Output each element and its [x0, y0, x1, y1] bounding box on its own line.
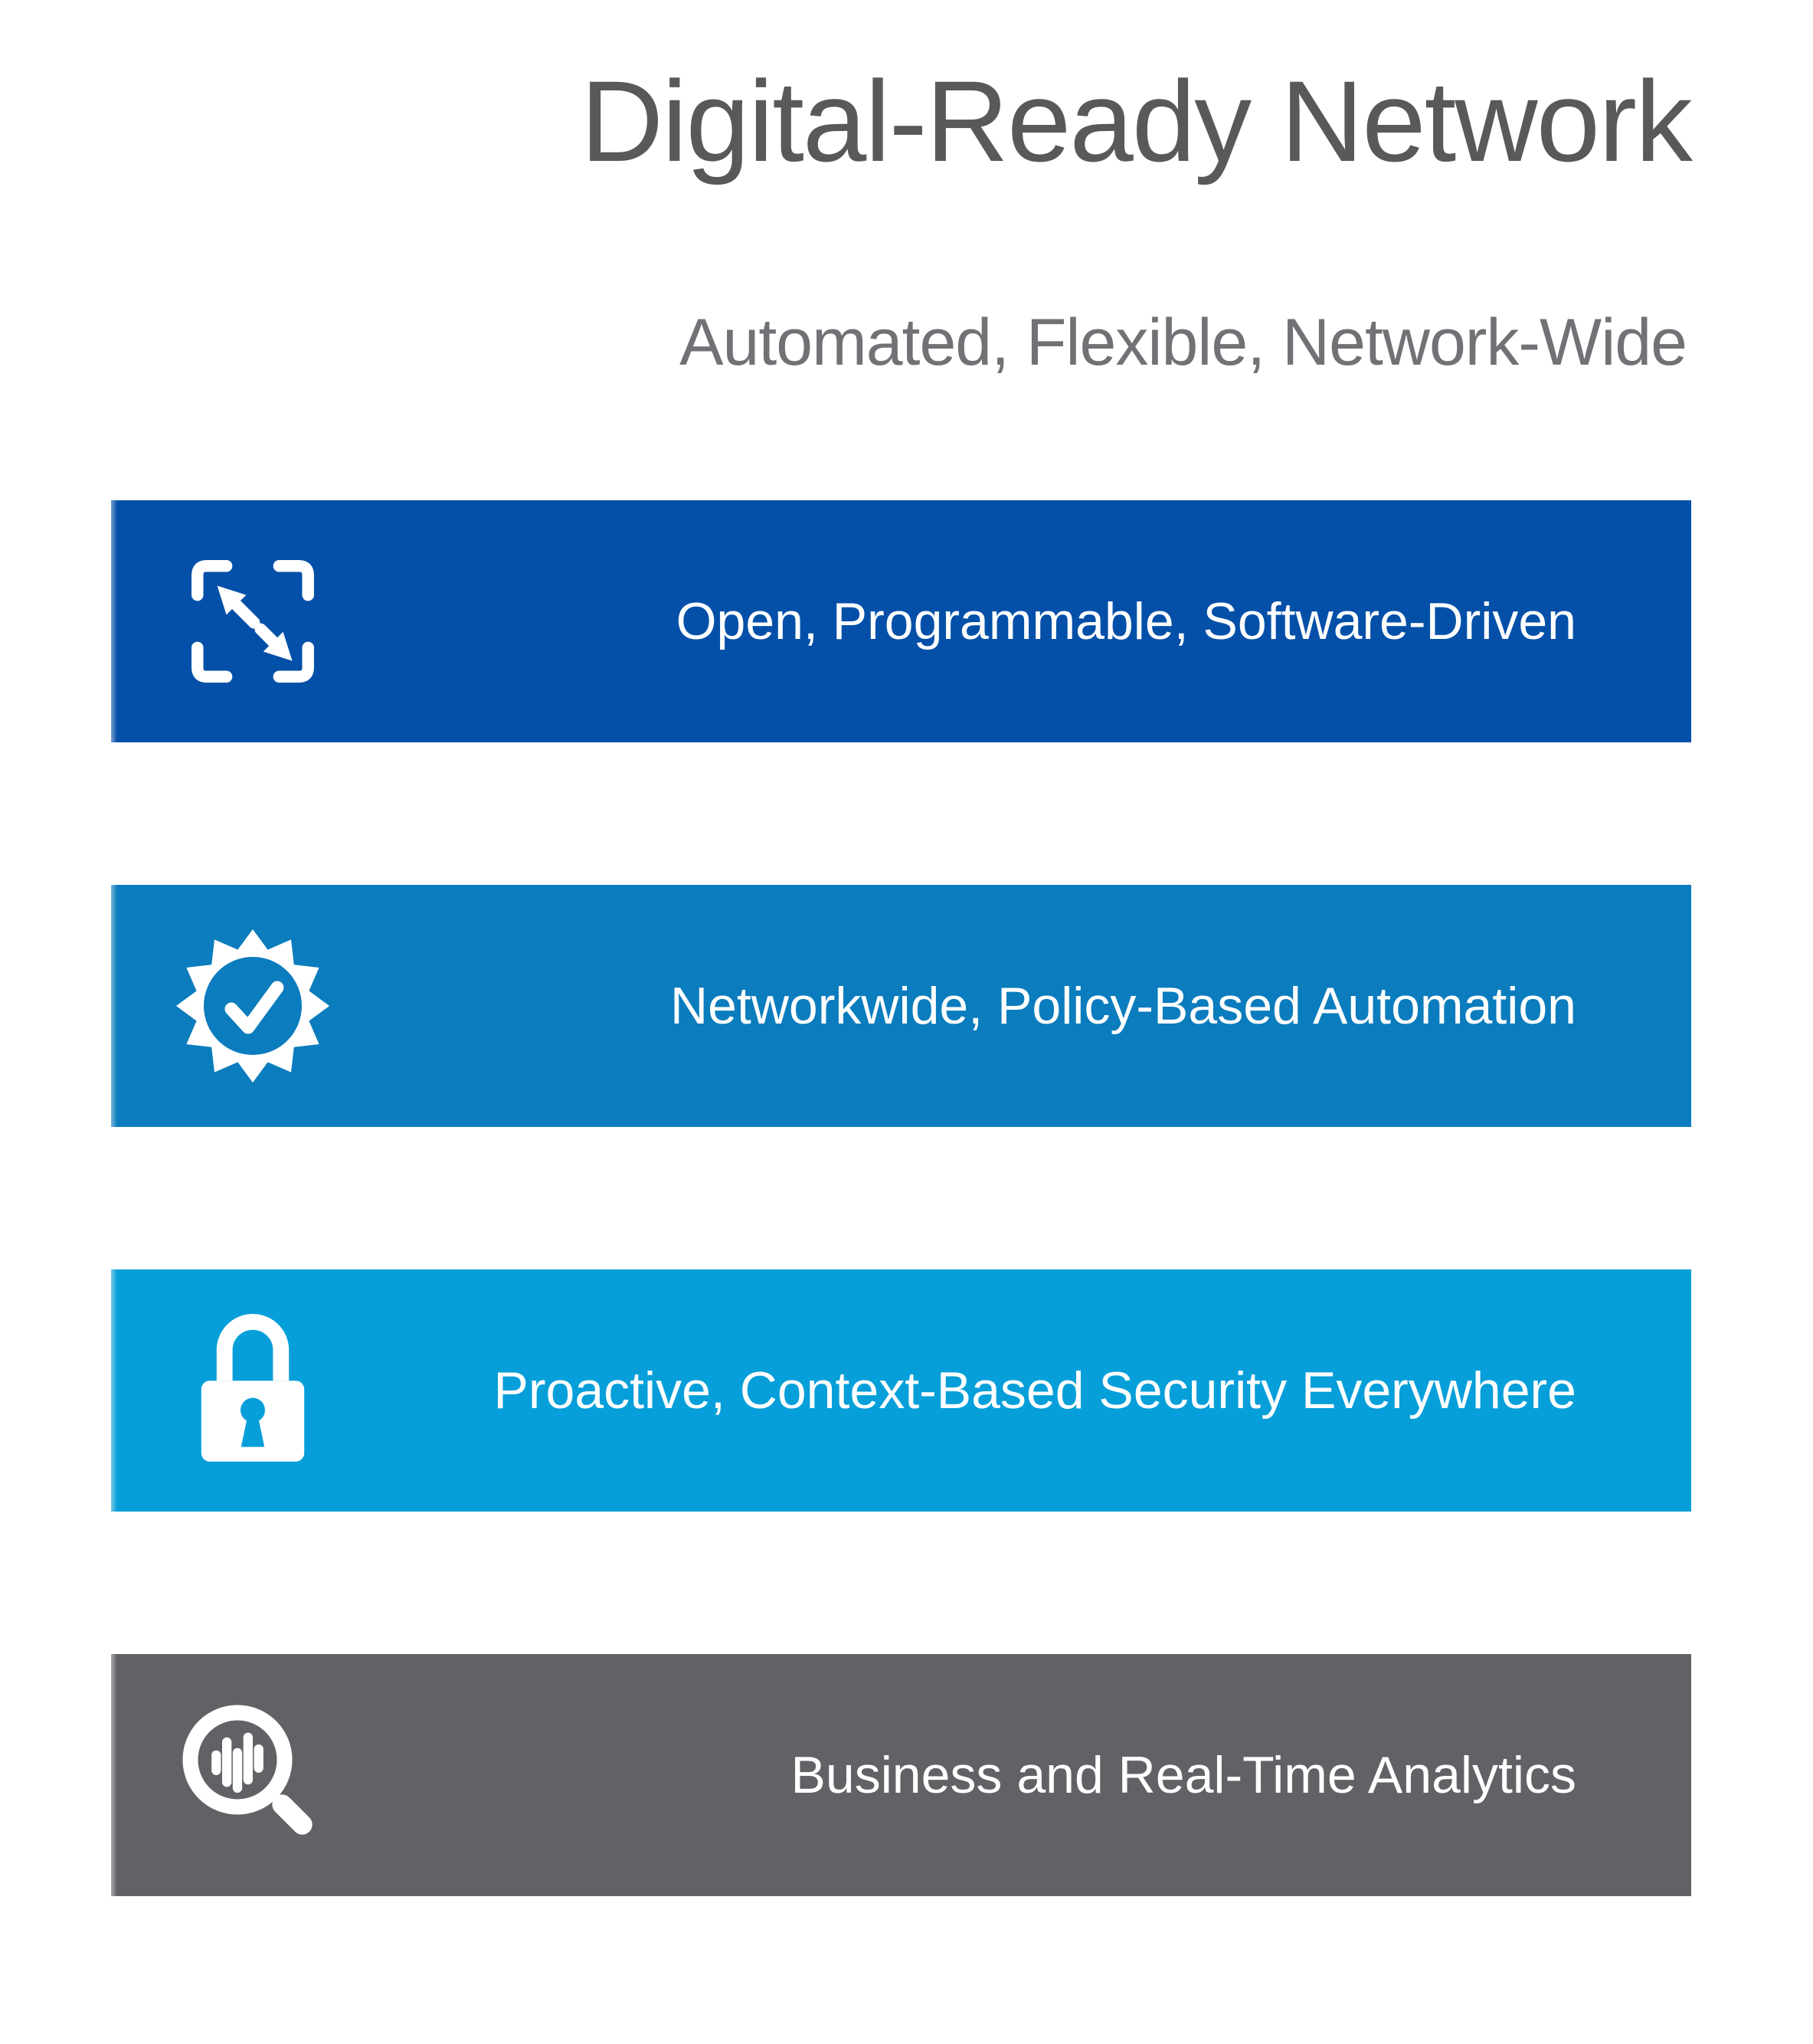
- page-title: Digital-Ready Network: [580, 57, 1693, 185]
- bar-open-programmable: Open, Programmable, Software-Driven: [111, 500, 1691, 742]
- lock-icon: [176, 1269, 329, 1512]
- bar-label: Networkwide, Policy-Based Automation: [670, 977, 1576, 1035]
- badge-check-icon: [176, 885, 329, 1127]
- page-subtitle: Automated, Flexible, Network-Wide: [679, 306, 1687, 379]
- analytics-search-icon: [176, 1654, 329, 1896]
- bar-label: Open, Programmable, Software-Driven: [676, 592, 1576, 650]
- bar-policy-automation: Networkwide, Policy-Based Automation: [111, 885, 1691, 1127]
- bar-label: Proactive, Context-Based Security Everyw…: [493, 1361, 1577, 1420]
- expand-arrows-icon: [176, 500, 329, 742]
- bar-analytics: Business and Real-Time Analytics: [111, 1654, 1691, 1896]
- bar-label: Business and Real-Time Analytics: [790, 1746, 1576, 1804]
- bar-security: Proactive, Context-Based Security Everyw…: [111, 1269, 1691, 1512]
